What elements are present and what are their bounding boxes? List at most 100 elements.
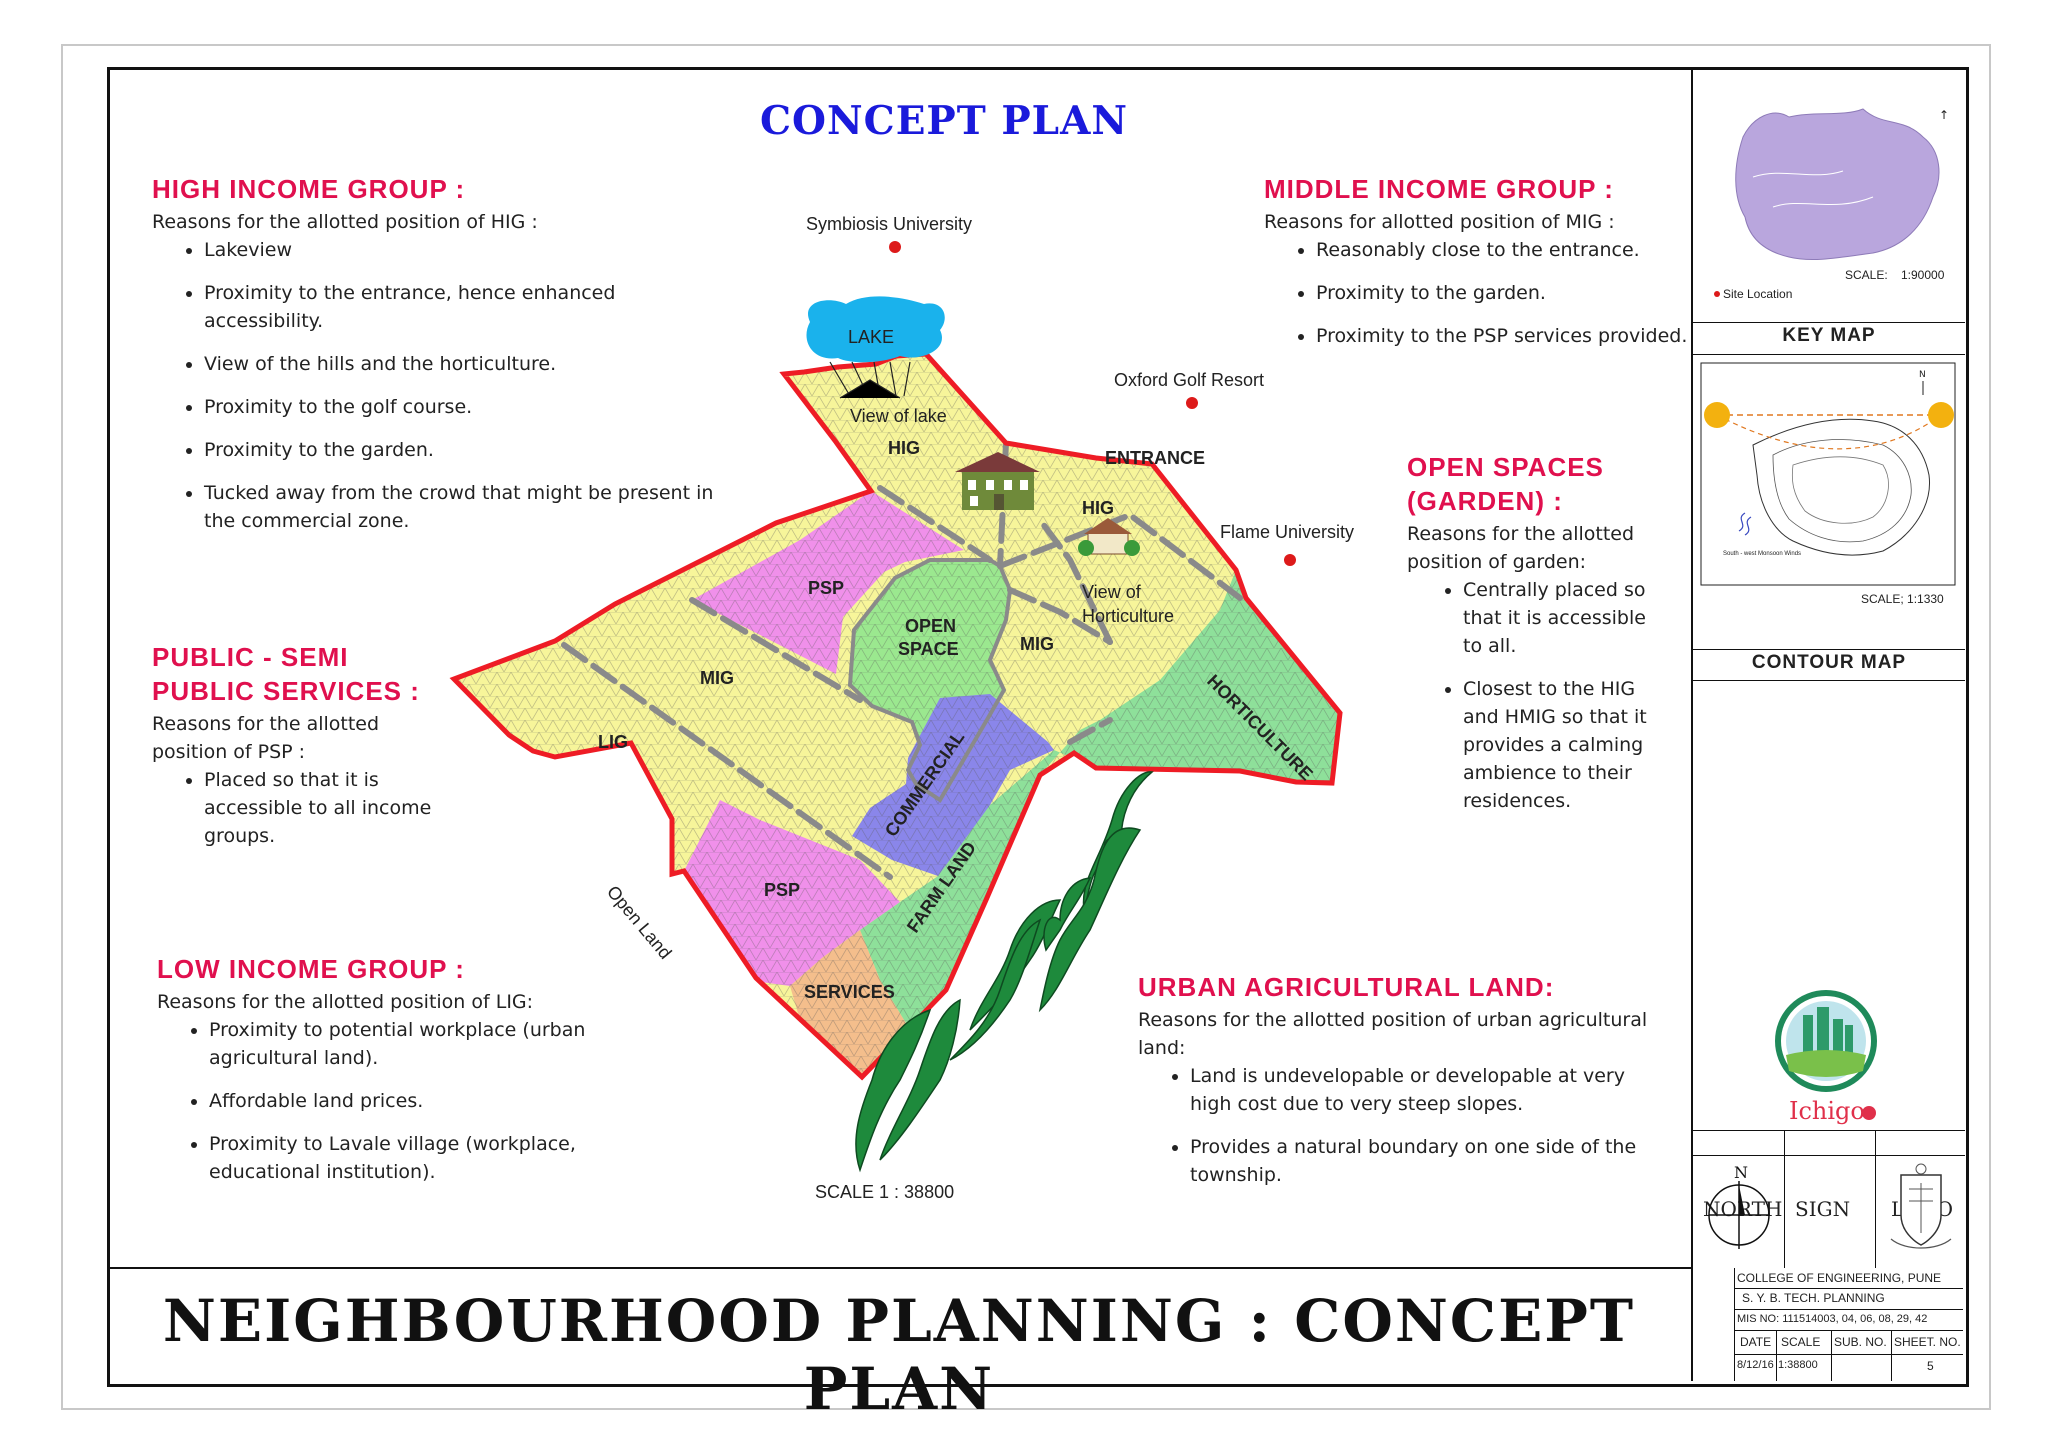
hig-section: HIGH INCOME GROUP : Reasons for the allo… <box>152 172 722 550</box>
label-symbiosis: Symbiosis University <box>806 214 972 234</box>
divider <box>1693 649 1965 650</box>
open-spaces-intro: Reasons for the allotted position of gar… <box>1407 523 1635 573</box>
zone-mig-2: MIG <box>1020 634 1054 654</box>
label-flame: Flame University <box>1220 522 1354 542</box>
lig-item: Proximity to potential workplace (urban … <box>209 1016 637 1072</box>
hig-list: Lakeview Proximity to the entrance, henc… <box>152 236 722 535</box>
zone-hig-1: HIG <box>888 438 920 458</box>
sheet-no-value: 5 <box>1927 1359 1934 1373</box>
lig-intro: Reasons for the allotted position of LIG… <box>157 991 534 1013</box>
lig-list: Proximity to potential workplace (urban … <box>157 1016 637 1186</box>
open-spaces-item: Centrally placed so that it is accessibl… <box>1463 576 1667 660</box>
divider <box>1693 1130 1965 1131</box>
divider <box>1891 1330 1892 1381</box>
urban-agri-item: Provides a natural boundary on one side … <box>1190 1133 1658 1189</box>
mig-item: Reasonably close to the entrance. <box>1316 236 1694 264</box>
contour-map: N South - west Monsoon Winds SCALE; 1:13… <box>1700 362 1956 606</box>
divider <box>1776 1330 1777 1381</box>
key-map-scale-label: SCALE: <box>1845 268 1888 282</box>
key-map-site-location: Site Location <box>1723 287 1792 301</box>
divider <box>1831 1330 1832 1381</box>
open-space-outline <box>847 558 1013 803</box>
lake-view-lines <box>829 361 911 399</box>
title-block: COLLEGE OF ENGINEERING, PUNE S. Y. B. TE… <box>1734 1268 1963 1381</box>
north-arrow-letter: N <box>1734 1163 1748 1182</box>
urban-agri-list: Land is undevelopable or developable at … <box>1138 1062 1658 1189</box>
hig-item: Lakeview <box>204 236 722 264</box>
lig-section: LOW INCOME GROUP : Reasons for the allot… <box>157 952 637 1201</box>
divider <box>1693 1155 1965 1156</box>
sign-label: SIGN <box>1795 1197 1851 1221</box>
sheet-frame <box>107 67 1969 1387</box>
hig-item: Proximity to the garden. <box>204 436 722 464</box>
open-spaces-section: OPEN SPACES (GARDEN) : Reasons for the a… <box>1407 450 1667 830</box>
key-map-scale-value: 1:90000 <box>1901 268 1945 282</box>
psp-item: Placed so that it is accessible to all i… <box>204 766 452 850</box>
mig-heading: MIDDLE INCOME GROUP : <box>1264 174 1614 204</box>
urban-agri-intro: Reasons for the allotted position of urb… <box>1138 1009 1648 1059</box>
zone-lig: LIG <box>598 732 628 752</box>
hills-icon <box>855 771 1154 1173</box>
title-block-value-row: 8/12/16 1:38800 5 <box>1734 1354 1963 1380</box>
psp-section: PUBLIC - SEMI PUBLIC SERVICES : Reasons … <box>152 640 452 865</box>
hig-item: Proximity to the entrance, hence enhance… <box>204 279 722 335</box>
mig-item: Proximity to the garden. <box>1316 279 1694 307</box>
title-block-course-row: S. Y. B. TECH. PLANNING <box>1734 1288 1963 1310</box>
mig-item: Proximity to the PSP services provided. <box>1316 322 1694 350</box>
course-name: S. Y. B. TECH. PLANNING <box>1742 1291 1885 1305</box>
college-crest-icon <box>1890 1163 1952 1249</box>
title-block-header-row: DATE SCALE SUB. NO. SHEET. NO. <box>1734 1330 1963 1355</box>
contour-map-caption: CONTOUR MAP <box>1751 652 1907 673</box>
zone-services: SERVICES <box>804 982 895 1002</box>
main-title: NEIGHBOURHOOD PLANNING : CONCEPT PLAN <box>162 1287 1636 1423</box>
sheet-outer-border <box>61 44 1991 1410</box>
marker-symbiosis <box>889 241 901 253</box>
title-band: NEIGHBOURHOOD PLANNING : CONCEPT PLAN <box>107 1267 1691 1423</box>
site-boundary <box>449 351 1343 1081</box>
urban-agri-heading: URBAN AGRICULTURAL LAND: <box>1138 972 1555 1002</box>
zone-psp-2: PSP <box>764 880 800 900</box>
sheet-no-header: SHEET. NO. <box>1894 1335 1961 1349</box>
hig-heading: HIGH INCOME GROUP : <box>152 174 466 204</box>
house-icon-hig <box>955 452 1040 510</box>
hig-item: Tucked away from the crowd that might be… <box>204 479 722 535</box>
divider <box>1693 680 1965 681</box>
marker-oxford <box>1186 397 1198 409</box>
sub-no-header: SUB. NO. <box>1834 1335 1887 1349</box>
key-map: ↑ Site Location SCALE: 1:90000 <box>1714 108 1949 301</box>
open-spaces-list: Centrally placed so that it is accessibl… <box>1407 576 1667 815</box>
label-lake: LAKE <box>848 327 894 347</box>
hig-item: Proximity to the golf course. <box>204 393 722 421</box>
marker-flame <box>1284 554 1296 566</box>
date-header: DATE <box>1740 1335 1772 1349</box>
mig-section: MIDDLE INCOME GROUP : Reasons for allott… <box>1264 172 1694 365</box>
psp-list: Placed so that it is accessible to all i… <box>152 766 452 850</box>
lake-shape <box>806 296 945 363</box>
label-oxford: Oxford Golf Resort <box>1114 370 1264 390</box>
key-map-caption: KEY MAP <box>1782 325 1876 346</box>
mis-number: MIS NO: 111514003, 04, 06, 08, 29, 42 <box>1737 1313 1928 1325</box>
label-scale: SCALE 1 : 38800 <box>815 1182 954 1202</box>
divider <box>1693 322 1965 323</box>
scale-value: 1:38800 <box>1778 1359 1818 1371</box>
title-block-mis-row: MIS NO: 111514003, 04, 06, 08, 29, 42 <box>1734 1309 1963 1331</box>
psp-heading: PUBLIC - SEMI PUBLIC SERVICES : <box>152 642 420 706</box>
divider <box>1784 1130 1785 1268</box>
label-view-lake: View of lake <box>850 406 947 426</box>
psp-intro: Reasons for the allotted position of PSP… <box>152 713 380 763</box>
contour-map-scale: SCALE; 1:1330 <box>1861 592 1944 606</box>
zone-hig-2: HIG <box>1082 498 1114 518</box>
urban-agri-section: URBAN AGRICULTURAL LAND: Reasons for the… <box>1138 970 1658 1204</box>
svg-text:↑: ↑ <box>1939 108 1949 122</box>
house-icon-horticulture <box>1078 518 1140 556</box>
open-spaces-heading: OPEN SPACES (GARDEN) : <box>1407 452 1604 516</box>
site-location-marker <box>1714 291 1720 297</box>
mig-intro: Reasons for allotted position of MIG : <box>1264 211 1615 233</box>
hig-item: View of the hills and the horticulture. <box>204 350 722 378</box>
label-open-land: Open Land <box>603 882 676 963</box>
lig-item: Proximity to Lavale village (workplace, … <box>209 1130 637 1186</box>
label-entrance: ENTRANCE <box>1105 448 1205 468</box>
